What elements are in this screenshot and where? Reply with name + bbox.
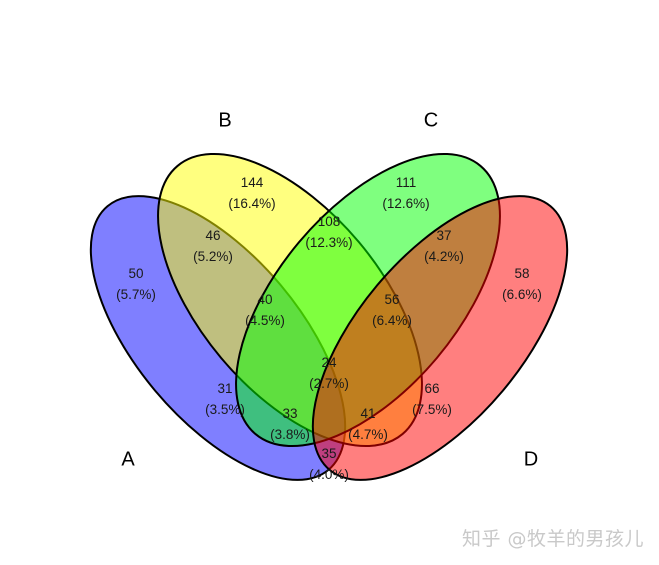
set-label-a: A — [121, 448, 135, 471]
region-d-only: 58(6.6%) — [502, 266, 542, 302]
region-abcd: 24(2.7%) — [309, 355, 349, 391]
region-c-only: 111(12.6%) — [382, 175, 430, 211]
region-ab: 46(5.2%) — [193, 228, 233, 264]
region-bd: 66(7.5%) — [412, 381, 452, 417]
set-label-d: D — [523, 448, 539, 471]
set-label-b: B — [218, 109, 232, 132]
region-cd: 37(4.2%) — [424, 228, 464, 264]
set-label-c: C — [423, 109, 439, 132]
region-abd: 41(4.7%) — [348, 406, 388, 442]
region-ad: 35(4.0%) — [309, 446, 349, 482]
region-acd: 33(3.8%) — [270, 406, 310, 442]
region-abc: 40(4.5%) — [245, 292, 285, 328]
region-b-only: 144(16.4%) — [228, 175, 276, 211]
region-bcd: 56(6.4%) — [372, 292, 412, 328]
region-a-only: 50(5.7%) — [116, 266, 156, 302]
watermark: 知乎 @牧羊的男孩儿 — [462, 528, 645, 550]
set-d-ellipse — [311, 195, 569, 481]
region-bc: 108(12.3%) — [305, 214, 353, 250]
region-ac: 31(3.5%) — [205, 381, 245, 417]
